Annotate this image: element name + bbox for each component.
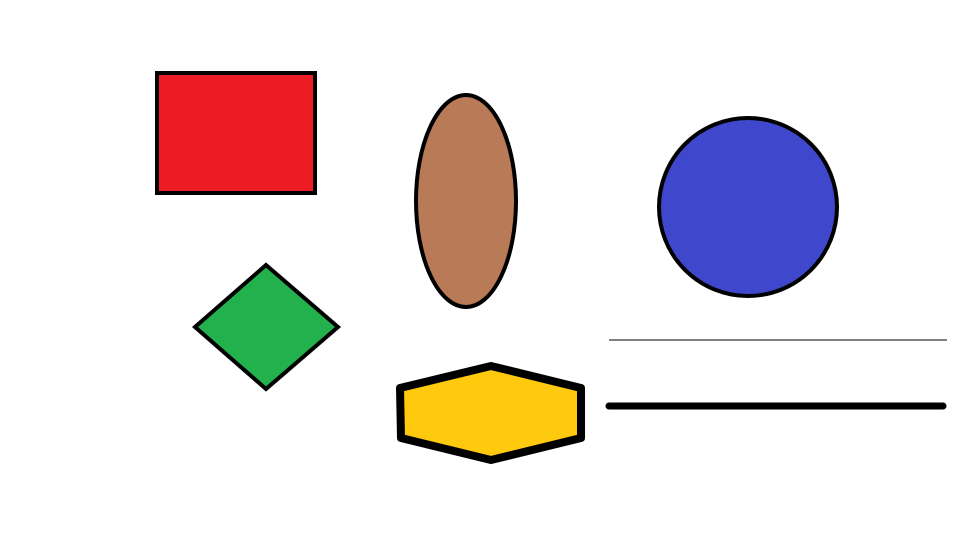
- brown-ellipse[interactable]: [414, 93, 518, 309]
- green-diamond[interactable]: [191, 262, 342, 392]
- blue-circle[interactable]: [657, 116, 839, 298]
- yellow-hexagon[interactable]: [396, 362, 585, 464]
- red-rectangle[interactable]: [155, 71, 317, 195]
